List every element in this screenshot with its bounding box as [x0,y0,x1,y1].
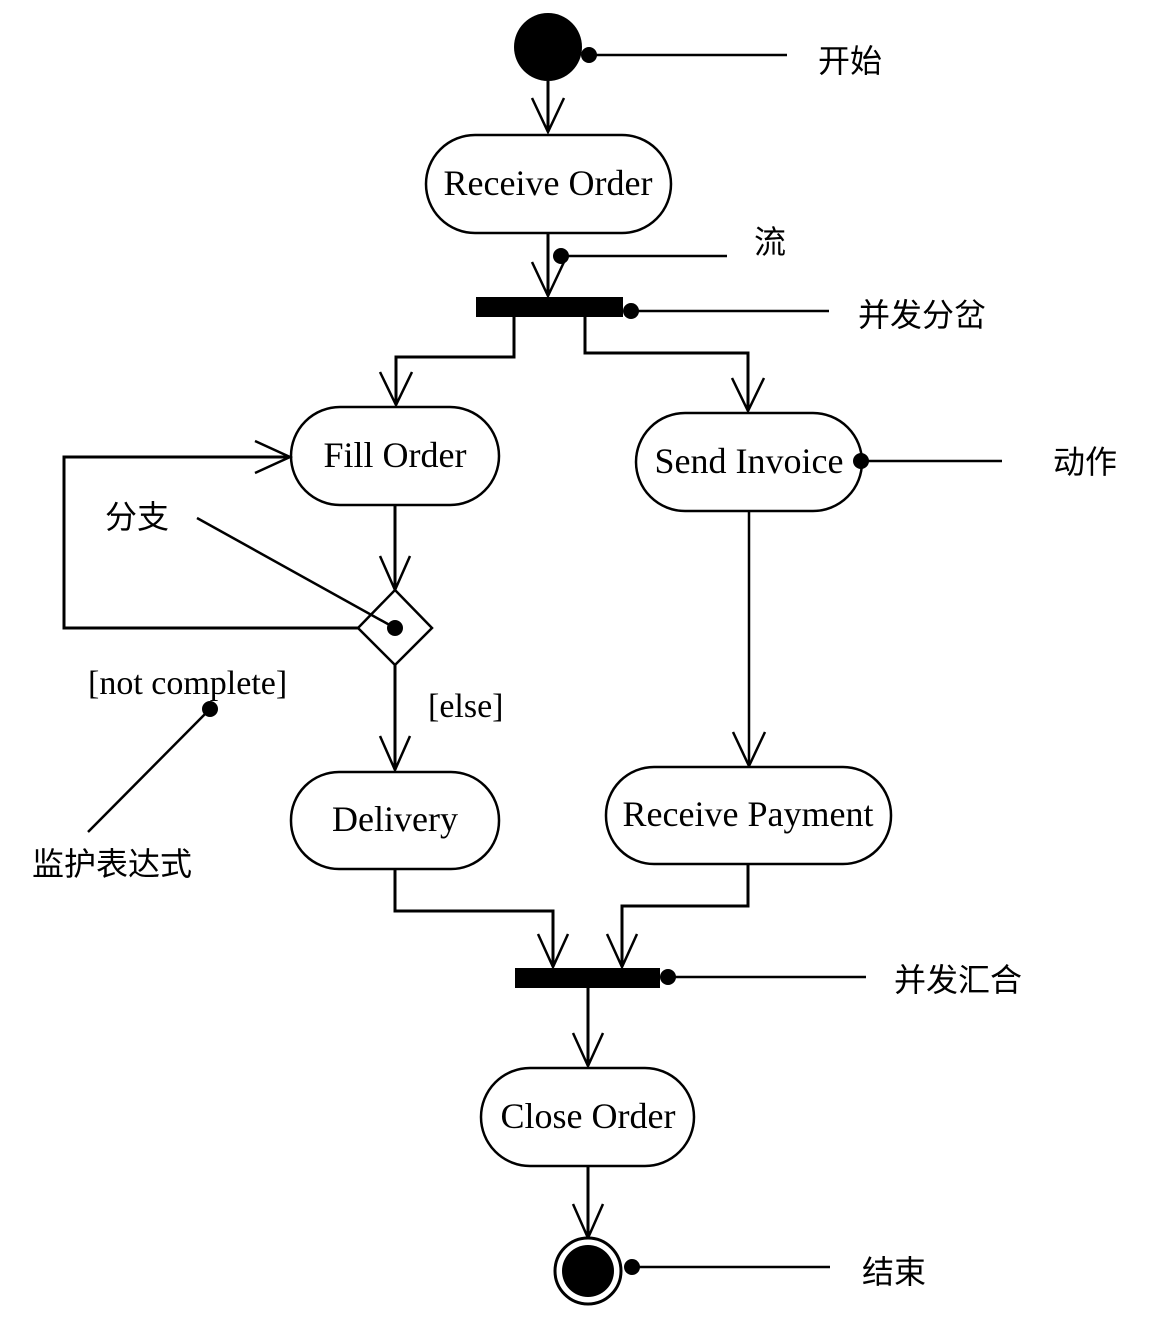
final-node [562,1245,614,1297]
annotation-join-label: 并发汇合 [894,961,1022,999]
fork-bar [476,297,623,317]
annotation-join: 并发汇合 [660,961,1022,999]
annotation-end: 结束 [624,1253,926,1291]
annotation-guard-expression: 监护表达式 [32,701,218,883]
initial-node [514,13,582,81]
annotation-end-label: 结束 [862,1253,926,1291]
annotation-flow: 流 [553,223,786,264]
annotation-start-label: 开始 [818,42,882,80]
annotation-fork: 并发分岔 [623,296,986,334]
guard-not-complete: [not complete] [88,665,287,702]
annotation-guard-expression-label: 监护表达式 [32,845,192,883]
annotation-start: 开始 [581,42,882,80]
action-receive-order-label: Receive Order [444,163,653,203]
annotation-flow-label: 流 [754,223,786,261]
action-send-invoice-label: Send Invoice [655,441,844,481]
annotation-action: 动作 [853,443,1117,481]
action-delivery-label: Delivery [332,799,458,839]
join-bar [515,968,660,988]
annotation-branch-label: 分支 [105,498,169,536]
annotation-fork-label: 并发分岔 [858,296,986,334]
action-receive-payment-label: Receive Payment [623,794,874,834]
guard-else: [else] [428,688,504,725]
action-fill-order-label: Fill Order [324,435,467,475]
annotation-action-label: 动作 [1053,443,1117,481]
annotation-branch: 分支 [105,498,403,636]
action-close-order-label: Close Order [501,1096,676,1136]
